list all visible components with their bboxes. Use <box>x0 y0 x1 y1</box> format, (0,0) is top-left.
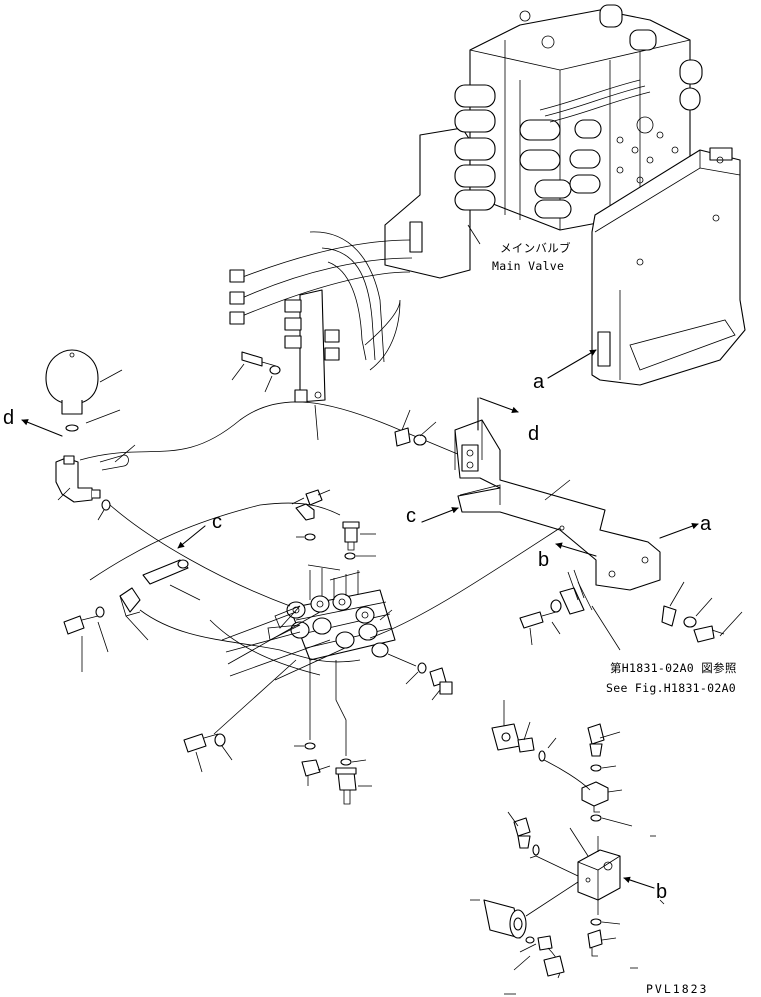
arrow-icon <box>547 349 597 379</box>
shim-plate <box>519 569 621 651</box>
label-a-top: a <box>533 371 545 393</box>
ref-label-en: See Fig.H1831-02A0 <box>606 681 736 695</box>
top-fittings <box>291 489 376 560</box>
hose-harness <box>229 231 413 441</box>
arrow-icon <box>555 542 597 557</box>
label-c-right: c <box>406 505 416 527</box>
label-b-bottom: b <box>656 881 667 903</box>
main-valve <box>384 4 746 386</box>
arrow-icon <box>479 397 519 414</box>
label-d-left: d <box>3 407 14 429</box>
support-bracket <box>454 419 661 591</box>
ppc-valve <box>221 564 396 681</box>
ref-label-jp: 第H1831-02A0 図参照 <box>610 661 737 675</box>
accumulator <box>45 349 136 521</box>
label-b-mid: b <box>538 549 549 571</box>
arrow-icon <box>659 522 699 539</box>
label-d-right: d <box>528 423 539 445</box>
lower-right-fittings <box>470 700 665 995</box>
elbow-fitting-right <box>387 653 453 701</box>
valve-spools <box>454 4 703 219</box>
lower-bolt-set <box>183 659 297 773</box>
arrow-icon <box>421 507 459 523</box>
label-c-left: c <box>212 511 222 533</box>
main-valve-label-en: Main Valve <box>492 259 564 273</box>
arrow-icon <box>623 876 655 889</box>
arrow-icon <box>21 419 63 437</box>
valve-ports <box>519 10 679 184</box>
arrow-icon <box>177 525 206 549</box>
left-bolt-set <box>63 606 109 672</box>
drawing-code: PVL1823 <box>646 982 708 996</box>
leader-line <box>467 224 481 245</box>
label-a-right: a <box>700 513 712 535</box>
clamp-and-pin <box>119 559 201 641</box>
main-valve-label-jp: メインバルブ <box>500 241 571 255</box>
right-bolt-set <box>661 581 743 643</box>
